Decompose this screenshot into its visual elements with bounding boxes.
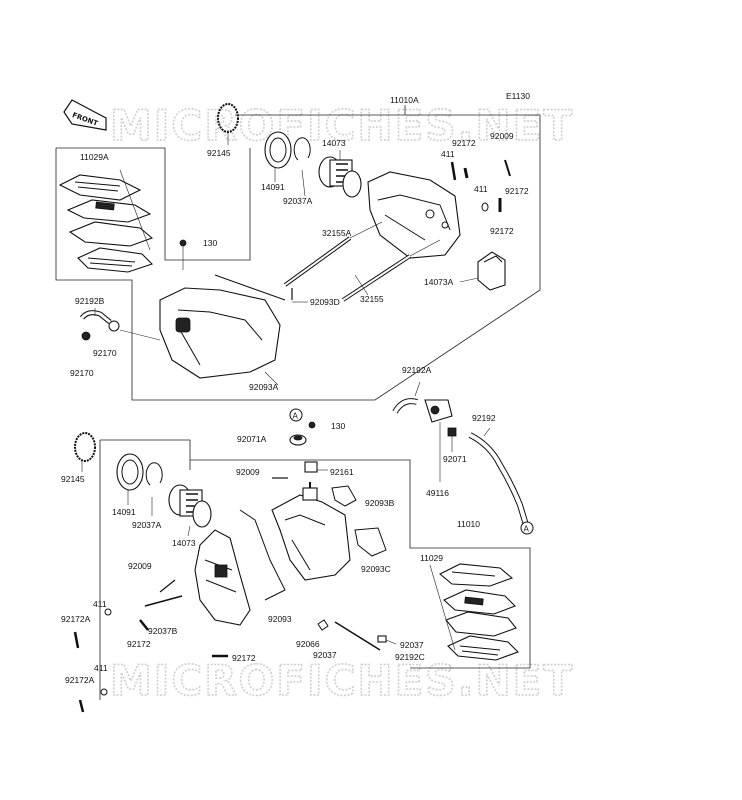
label-92145-bottom: 92145 xyxy=(61,474,85,484)
label-92170-2: 92170 xyxy=(70,368,94,378)
hose-92192 xyxy=(468,427,529,526)
seal-92093D xyxy=(291,288,308,303)
callout-a-right-label: A xyxy=(524,525,530,534)
label-411-4: 411 xyxy=(94,663,108,673)
label-92172-5: 92172 xyxy=(232,653,256,663)
airbox-body-bottom xyxy=(239,482,351,601)
label-92093A: 92093A xyxy=(249,382,279,392)
gasket-92093B xyxy=(331,485,357,507)
label-92172-1: 92172 xyxy=(452,138,476,148)
label-14091-top: 14091 xyxy=(261,182,285,192)
label-92145-top: 92145 xyxy=(207,148,231,158)
clip-92037A-bottom xyxy=(145,462,163,516)
rods-32155 xyxy=(283,221,441,302)
label-92192: 92192 xyxy=(472,413,496,423)
clamp-92145-bottom xyxy=(74,432,96,472)
boot-14073A xyxy=(459,251,506,291)
label-92192A: 92192A xyxy=(402,365,432,375)
hose-92192B xyxy=(80,308,161,341)
label-92037A-top: 92037A xyxy=(283,196,313,206)
grommet-130-mid xyxy=(308,421,316,429)
cap-92071A xyxy=(289,434,307,446)
label-92066: 92066 xyxy=(296,639,320,649)
label-14073A: 14073A xyxy=(424,277,454,287)
bolt-set-bottom-left xyxy=(73,579,228,713)
airbox-cover-bottom xyxy=(194,529,251,626)
callout-a-right: A xyxy=(520,521,534,535)
label-130-top: 130 xyxy=(203,238,217,248)
cap-92161 xyxy=(304,461,328,473)
valve-49116 xyxy=(424,399,453,482)
bottom-assembly-frame xyxy=(99,439,531,700)
label-11029: 11029 xyxy=(420,553,443,563)
grommet-92071 xyxy=(447,427,457,452)
ring-14091-top xyxy=(264,131,292,182)
duct-14073-top xyxy=(318,150,362,198)
label-14073-top: 14073 xyxy=(322,138,346,148)
watermark-top: MICROFICHES.NET xyxy=(110,101,574,150)
label-411-2: 411 xyxy=(474,184,488,194)
label-14073-bottom: 14073 xyxy=(172,538,196,548)
front-arrow-icon: FRONT xyxy=(63,99,107,131)
label-92037A-bottom: 92037A xyxy=(132,520,162,530)
label-411-3: 411 xyxy=(93,599,107,609)
label-92172-3: 92172 xyxy=(490,226,514,236)
label-92172A-2: 92172A xyxy=(65,675,95,685)
filter-element-11029 xyxy=(429,563,519,661)
label-92172-2: 92172 xyxy=(505,186,529,196)
label-92192C: 92192C xyxy=(395,652,425,662)
clamp-92145-top xyxy=(217,103,239,145)
label-92161: 92161 xyxy=(330,467,354,477)
label-92009-top: 92009 xyxy=(490,131,514,141)
label-92170-1: 92170 xyxy=(93,348,117,358)
bolt-set-top xyxy=(450,159,511,212)
filter-element-11029A xyxy=(58,169,154,273)
airbox-body-top xyxy=(159,274,286,386)
label-92037B: 92037B xyxy=(148,626,178,636)
top-assembly-frame xyxy=(55,105,541,401)
label-32155: 32155 xyxy=(360,294,384,304)
label-92093: 92093 xyxy=(268,614,292,624)
label-92037-1: 92037 xyxy=(400,640,424,650)
label-130-mid: 130 xyxy=(331,421,345,431)
callout-a-mid: A xyxy=(289,408,303,422)
label-11029A: 11029A xyxy=(80,152,109,162)
label-92093B: 92093B xyxy=(365,498,395,508)
label-92071A: 92071A xyxy=(237,434,267,444)
label-92192B: 92192B xyxy=(75,296,105,306)
part-labels: 11010A 92145 14073 92172 92009 411 11029… xyxy=(61,95,529,685)
grommet-130-top xyxy=(179,239,187,270)
label-92172A-1: 92172A xyxy=(61,614,91,624)
fittings-bottom-center xyxy=(317,619,397,651)
label-11010: 11010 xyxy=(457,519,480,529)
airbox-cover-top xyxy=(367,171,461,259)
label-32155A: 32155A xyxy=(322,228,352,238)
label-92172-4: 92172 xyxy=(127,639,151,649)
hose-92192A xyxy=(392,381,421,414)
watermark-bottom: MICROFICHES.NET xyxy=(110,656,574,705)
label-11010A: 11010A xyxy=(390,95,419,105)
label-49116: 49116 xyxy=(426,488,449,498)
label-92093D: 92093D xyxy=(310,297,340,307)
diagram-code: E1130 xyxy=(506,91,530,101)
label-92071: 92071 xyxy=(443,454,467,464)
callout-a-mid-label: A xyxy=(293,412,299,421)
label-411-1: 411 xyxy=(441,149,455,159)
label-92009-low: 92009 xyxy=(128,561,152,571)
label-92009-mid: 92009 xyxy=(236,467,260,477)
label-14091-bottom: 14091 xyxy=(112,507,136,517)
label-92037-2: 92037 xyxy=(313,650,337,660)
clip-92037A-top xyxy=(293,137,311,197)
duct-14073-bottom xyxy=(168,484,212,537)
label-92093C: 92093C xyxy=(361,564,391,574)
ring-14091-bottom xyxy=(116,453,144,505)
gasket-92093C xyxy=(354,527,387,557)
